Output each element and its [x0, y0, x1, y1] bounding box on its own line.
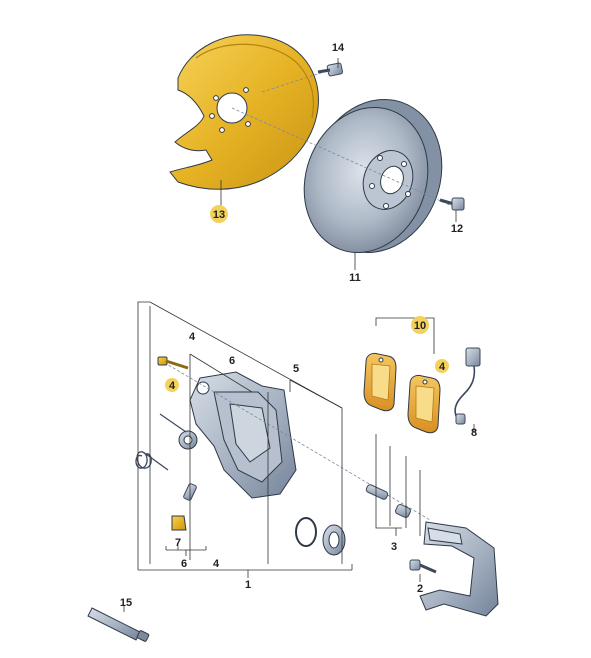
- callout-caliper-bolt: 4: [169, 380, 176, 392]
- callout-splash-bolt: 14: [332, 42, 345, 54]
- splash-shield-hole: [245, 121, 251, 127]
- callout-carrier-bolt: 2: [417, 583, 423, 595]
- splash-shield-rim: [195, 43, 315, 119]
- callout-bleeder-kit: 6: [181, 558, 187, 570]
- callout-labels: 13 14 11 12 10 4 8 5 6 4 4 7 6 4 1 3 2 1…: [120, 42, 477, 609]
- splash-bolt-part: [261, 62, 344, 93]
- caliper-bolt-part: [157, 356, 189, 370]
- splash-shield-hole: [209, 113, 215, 119]
- callout-pad-set-bolt: 4: [439, 361, 446, 373]
- carrier-bolt-part: [409, 559, 437, 574]
- parking-lever-spring-part: [135, 413, 187, 471]
- callout-highlight: [411, 316, 429, 334]
- leader-lines: [123, 58, 475, 612]
- callout-guide-pin-set: 3: [391, 541, 397, 553]
- piston-seal-part: [295, 517, 346, 556]
- caliper-housing-part: [159, 359, 431, 521]
- disc-screw-part: [439, 197, 465, 211]
- callout-highlight: [210, 205, 228, 223]
- guide-pin-set-part: [365, 484, 411, 519]
- wear-sensor-part: [454, 347, 481, 425]
- grease-tube-part: [87, 607, 150, 642]
- splash-shield-hole: [243, 87, 249, 93]
- splash-shield-hole: [219, 127, 225, 133]
- callout-seal-kit: 4: [213, 558, 220, 570]
- callout-grease-tube: 15: [120, 597, 132, 609]
- brake-pad-set-part: [363, 352, 441, 434]
- callout-highlight: [165, 378, 179, 392]
- bleeder-valve-part: [171, 483, 197, 531]
- callout-disc: 11: [349, 272, 361, 284]
- callout-housing-kit: 4: [189, 331, 196, 343]
- callout-highlight: [435, 359, 449, 373]
- callout-caliper-assembly: 1: [245, 579, 251, 591]
- callout-wear-sensor: 8: [471, 427, 477, 439]
- caliper-carrier-part: [419, 521, 499, 617]
- callout-disc-screw: 12: [451, 223, 463, 235]
- callout-housing-kit-bolt: 6: [229, 355, 235, 367]
- callout-caliper-housing: 5: [293, 363, 299, 375]
- splash-shield-part: [169, 34, 319, 190]
- brake-disc-part: [231, 99, 453, 254]
- splash-shield-hole: [213, 95, 219, 101]
- callout-bleeder-valve: 7: [175, 537, 181, 549]
- callout-splash-shield: 13: [213, 209, 225, 221]
- callout-pad-set: 10: [414, 320, 426, 332]
